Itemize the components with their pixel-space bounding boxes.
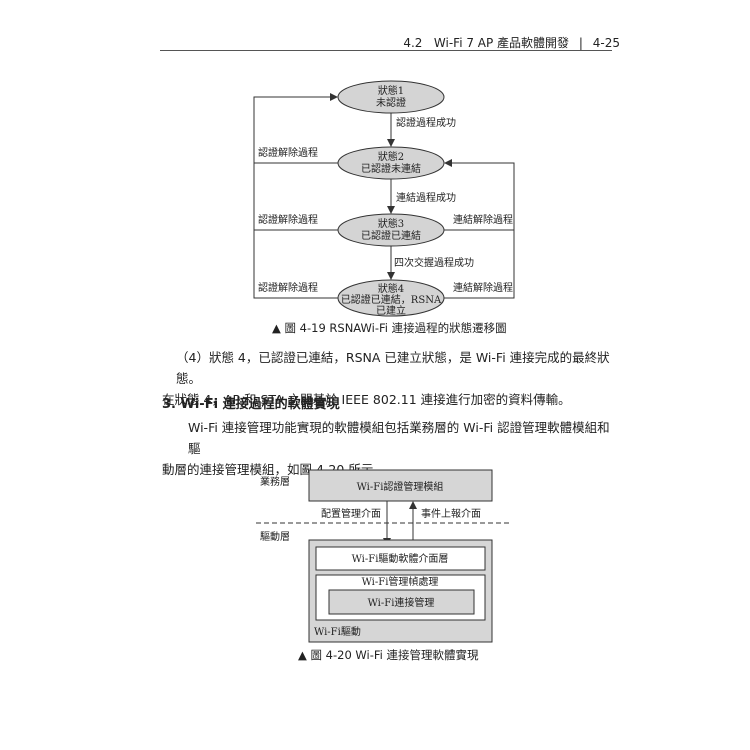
state-4-line1: 狀態4 <box>378 282 404 295</box>
auth-module-label: Wi-Fi認證管理模組 <box>357 480 444 493</box>
config-interface-label: 配置管理介面 <box>321 507 381 520</box>
label-disassoc-2: 連結解除過程 <box>453 281 513 294</box>
figure-4-19-caption: ▲ 圖 4-19 RSNAWi-Fi 連接過程的狀態遷移圖 <box>272 321 507 335</box>
state-1-line2: 未認證 <box>376 96 406 109</box>
label-deauth-1: 認證解除過程 <box>258 146 318 159</box>
label-assoc-success: 連結過程成功 <box>396 191 456 204</box>
header-section: 4.2 <box>403 36 423 50</box>
connection-mgmt-box <box>328 589 475 615</box>
state-4-line2: 已認證已連結，RSNA <box>341 293 442 306</box>
label-deauth-3: 認證解除過程 <box>258 281 318 294</box>
header-separator: | <box>578 36 583 50</box>
state-4-line3: 已建立 <box>376 304 406 317</box>
paragraph-software-line1: Wi-Fi 連接管理功能實現的軟體模組包括業務層的 Wi-Fi 認證管理軟體模組… <box>188 420 610 456</box>
state-2-line2: 已認證未連結 <box>361 162 421 175</box>
state-3-line1: 狀態3 <box>378 217 404 230</box>
label-deauth-2: 認證解除過程 <box>258 213 318 226</box>
state-2-line1: 狀態2 <box>378 150 404 163</box>
paragraph-state4: （4）狀態 4，已認證已連結，RSNA 已建立狀態，是 Wi-Fi 連接完成的最… <box>162 347 614 410</box>
driver-interface-box <box>315 546 486 571</box>
header-title: Wi-Fi 7 AP 產品軟體開發 <box>433 36 570 50</box>
driver-box-label: Wi-Fi驅動 <box>314 625 361 638</box>
driver-interface-label: Wi-Fi驅動軟體介面層 <box>352 552 449 565</box>
deauth-from-state-2 <box>253 93 338 164</box>
paragraph-state4-line2: 在狀態 4，AP 和 STA 之間基於 IEEE 802.11 連接進行加密的資… <box>162 392 571 407</box>
running-header: 4.2 Wi-Fi 7 AP 產品軟體開發 | 4-25 <box>403 34 620 51</box>
header-rule <box>160 50 612 51</box>
label-handshake-success: 四次交握過程成功 <box>394 256 474 269</box>
business-layer-label: 業務層 <box>260 475 290 488</box>
state-3-line2: 已認證已連結 <box>361 229 421 242</box>
figure-4-20-caption: ▲ 圖 4-20 Wi-Fi 連接管理軟體實現 <box>298 648 479 662</box>
driver-layer-label: 驅動層 <box>260 530 290 543</box>
page-number: 4-25 <box>592 36 620 50</box>
state-1-line1: 狀態1 <box>378 84 404 97</box>
disassoc-from-state-3 <box>444 159 515 231</box>
label-auth-success: 認證過程成功 <box>396 116 456 129</box>
auth-module-box <box>308 469 493 502</box>
paragraph-state4-line1: （4）狀態 4，已認證已連結，RSNA 已建立狀態，是 Wi-Fi 連接完成的最… <box>176 350 610 386</box>
section-heading: 3. Wi-Fi 連接過程的軟體實現 <box>162 397 340 412</box>
event-interface-label: 事件上報介面 <box>421 507 481 520</box>
disassoc-from-state-4 <box>444 230 515 299</box>
deauth-from-state-4 <box>253 230 338 299</box>
state-diagram: 狀態1 未認證 狀態2 已認證未連結 狀態3 已認證已連結 狀態4 已認證已連結… <box>253 80 515 317</box>
connection-mgmt-label: Wi-Fi連接管理 <box>368 596 435 609</box>
frame-processing-label: Wi-Fi管理幀處理 <box>362 575 439 588</box>
label-disassoc-1: 連結解除過程 <box>453 213 513 226</box>
architecture-diagram: 業務層 Wi-Fi認證管理模組 配置管理介面 事件上報介面 驅動層 Wi-Fi驅… <box>256 469 510 643</box>
